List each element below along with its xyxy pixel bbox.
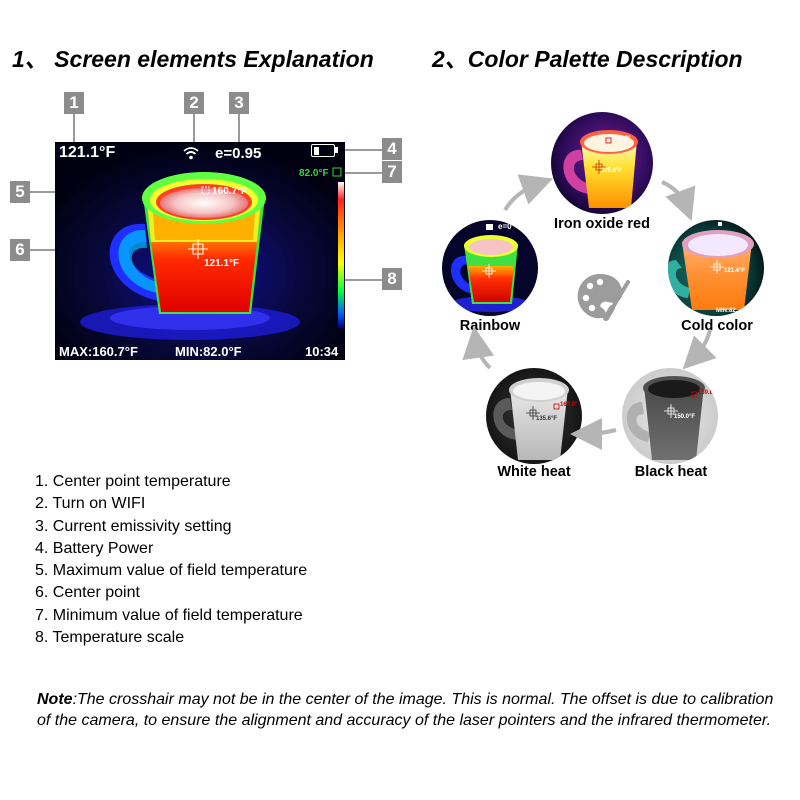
palette-icon bbox=[574, 268, 630, 324]
legend-item: 6. Center point bbox=[35, 584, 140, 602]
leader-7 bbox=[340, 172, 382, 174]
legend-item: 1. Center point temperature bbox=[35, 473, 231, 490]
callout-2: 2 bbox=[184, 92, 204, 114]
arrow-white-to-rainbow bbox=[462, 326, 495, 370]
min-marker-label: 82.0°F bbox=[299, 168, 329, 179]
section2-heading: 2、Color Palette Description bbox=[432, 46, 743, 72]
center-marker-label: 121.1°F bbox=[204, 258, 240, 269]
max-marker-label: 160.7°F bbox=[212, 186, 248, 197]
palette-black-label: Black heat bbox=[634, 464, 708, 480]
palette-white-image: 160.0° 135.6°F bbox=[486, 368, 582, 464]
leader-8 bbox=[342, 279, 382, 281]
rainbow-emissivity-label: e=0 bbox=[498, 222, 512, 231]
callout-3: 3 bbox=[229, 92, 249, 114]
max-readout: MAX:160.7°F bbox=[59, 344, 138, 359]
note-text: :The crosshair may not be in the center … bbox=[37, 691, 774, 729]
palette-iron-image: 159.9° 125.9°F bbox=[551, 112, 653, 214]
min-marker-box bbox=[332, 167, 342, 177]
leader-2 bbox=[193, 114, 195, 142]
center-temperature-readout: 121.1°F bbox=[59, 144, 116, 161]
arrow-black-to-white bbox=[570, 417, 617, 450]
legend-item: 3. Current emissivity setting bbox=[35, 517, 232, 535]
arrow-iron-to-cold bbox=[661, 180, 696, 221]
palette-rainbow-image: e=0 bbox=[442, 220, 538, 316]
wifi-icon bbox=[183, 145, 199, 161]
callout-6: 6 bbox=[10, 239, 30, 261]
callout-7: 7 bbox=[382, 161, 402, 183]
min-readout: MIN:82.0°F bbox=[175, 344, 242, 359]
arrow-cold-to-black bbox=[682, 329, 717, 370]
leader-1 bbox=[73, 114, 75, 144]
arrow-rainbow-to-iron bbox=[503, 174, 554, 212]
leader-4 bbox=[338, 149, 382, 151]
cold-min-label: MIN:82. bbox=[716, 308, 738, 314]
note: Note:The crosshair may not be in the cen… bbox=[37, 689, 777, 731]
battery-icon bbox=[311, 144, 338, 157]
palette-iron-label: Iron oxide red bbox=[554, 216, 650, 232]
white-max-label: 160.0° bbox=[560, 402, 578, 408]
legend-item: 5. Maximum value of field temperature bbox=[35, 562, 308, 580]
legend-item: 2. Turn on WIFI bbox=[35, 495, 146, 513]
legend-item: 8. Temperature scale bbox=[35, 629, 185, 647]
clock-readout: 10:34 bbox=[305, 344, 339, 359]
emissivity-readout: e=0.95 bbox=[215, 145, 262, 162]
temperature-scale-bar bbox=[338, 182, 344, 328]
cold-center-label: 121.4°F bbox=[724, 268, 746, 274]
thermal-image bbox=[55, 142, 345, 360]
screen-element-legend: 1. Center point temperature 2. Turn on W… bbox=[35, 471, 307, 649]
legend-item: 7. Minimum value of field temperature bbox=[35, 606, 303, 624]
iron-center-label: 125.9°F bbox=[601, 168, 623, 174]
black-max-label: 159.8° bbox=[698, 390, 716, 396]
iron-max-label: 159.9° bbox=[613, 136, 631, 142]
note-prefix: Note bbox=[37, 691, 73, 708]
callout-8: 8 bbox=[382, 268, 402, 290]
palette-white-label: White heat bbox=[497, 464, 571, 480]
leader-3 bbox=[238, 114, 240, 144]
callout-4: 4 bbox=[382, 138, 402, 160]
callout-1: 1 bbox=[64, 92, 84, 114]
black-center-label: 150.0°F bbox=[674, 414, 696, 420]
callout-5: 5 bbox=[10, 181, 30, 203]
white-center-label: 135.6°F bbox=[536, 416, 558, 422]
palette-cycle-arrows bbox=[462, 174, 717, 450]
palette-cold-label: Cold color bbox=[681, 318, 753, 334]
palette-cold-image: 121.4°F MIN:82. bbox=[668, 220, 764, 316]
palette-black-image: 159.8° 150.0°F bbox=[622, 368, 718, 464]
thermal-screen: 121.1°F e=0.95 82.0°F 160.7°F 121.1°F MA… bbox=[55, 142, 345, 360]
section1-heading: 1、 Screen elements Explanation bbox=[12, 46, 374, 72]
max-marker-box bbox=[201, 186, 210, 195]
center-crosshair bbox=[188, 239, 208, 259]
legend-item: 4. Battery Power bbox=[35, 539, 154, 557]
